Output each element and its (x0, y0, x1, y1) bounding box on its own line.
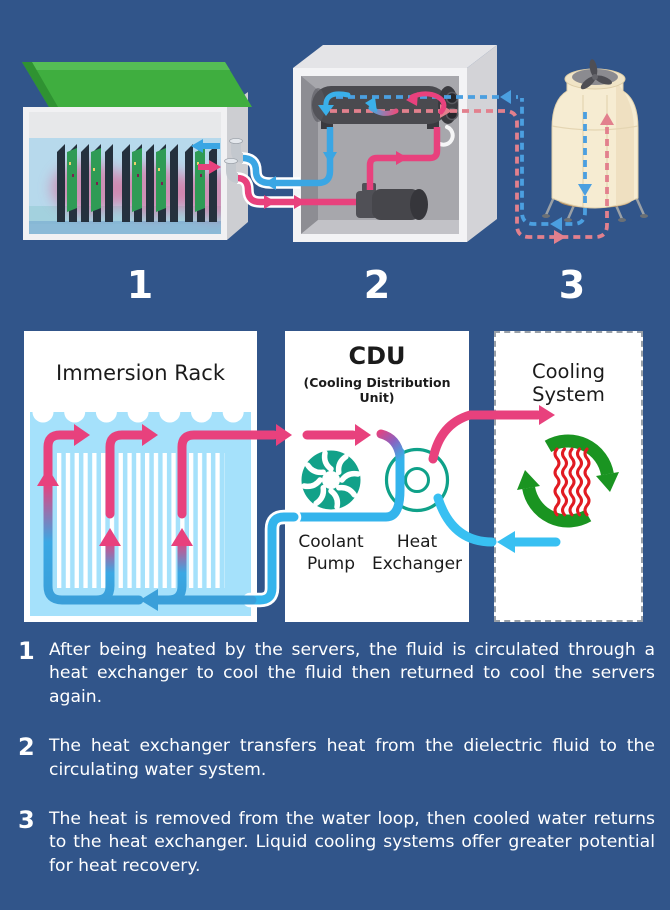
note-item-3: 3 The heat is removed from the water loo… (18, 805, 655, 878)
stage-number-2: 2 (363, 263, 391, 307)
stage-number-1: 1 (126, 263, 154, 307)
coolant-pump-label: Coolant Pump (298, 532, 364, 574)
server-boards (57, 144, 217, 222)
note-item-2: 2 The heat exchanger transfers heat from… (18, 735, 655, 782)
immersion-tank-illustration (22, 62, 252, 240)
notes-section: 1 After being heated by the servers, the… (0, 637, 670, 904)
note-text: After being heated by the servers, the f… (49, 640, 655, 707)
note-number: 1 (18, 637, 35, 665)
note-number: 2 (18, 733, 35, 762)
stage-number-3: 3 (558, 263, 586, 307)
pump-illustration (356, 183, 428, 220)
note-item-1: 1 After being heated by the servers, the… (18, 637, 655, 709)
note-text: The heat is removed from the water loop,… (49, 808, 655, 876)
note-text: The heat exchanger transfers heat from t… (49, 736, 655, 780)
heat-exchanger-label: Heat Exchanger (371, 532, 463, 574)
cooling-system-title: Cooling System (531, 360, 606, 406)
cdu-illustration (293, 45, 497, 242)
cdu-heat-exchanger-flow (318, 90, 614, 244)
cooling-tower-illustration (542, 59, 648, 222)
note-number: 3 (18, 805, 35, 834)
cooling-fan-icon (572, 59, 618, 90)
tank-cdu-pipes (224, 127, 441, 209)
immersion-rack-title: Immersion Rack (56, 361, 225, 385)
cdu-subtitle: (Cooling Distribution Unit) (303, 375, 451, 405)
cdu-title: CDU (348, 342, 406, 370)
